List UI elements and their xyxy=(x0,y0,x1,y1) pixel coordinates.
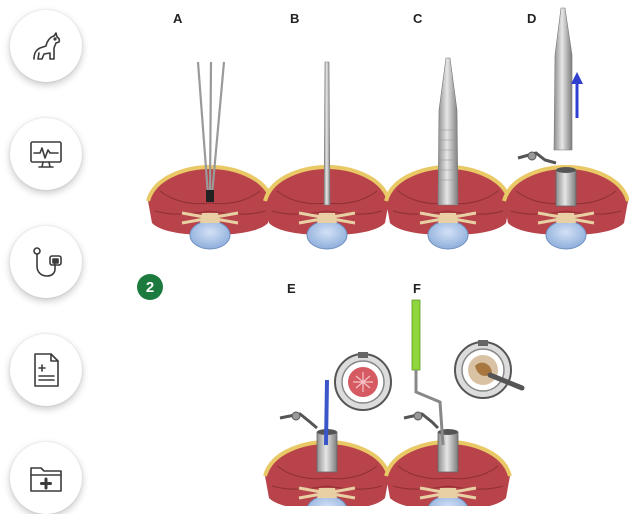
panel-c-illustration xyxy=(386,58,510,249)
panel-a-illustration xyxy=(148,62,272,249)
panel-d-illustration xyxy=(504,8,628,249)
panel-f-illustration xyxy=(386,300,522,506)
panel-e-illustration xyxy=(265,352,391,506)
panel-b-illustration xyxy=(265,62,389,249)
